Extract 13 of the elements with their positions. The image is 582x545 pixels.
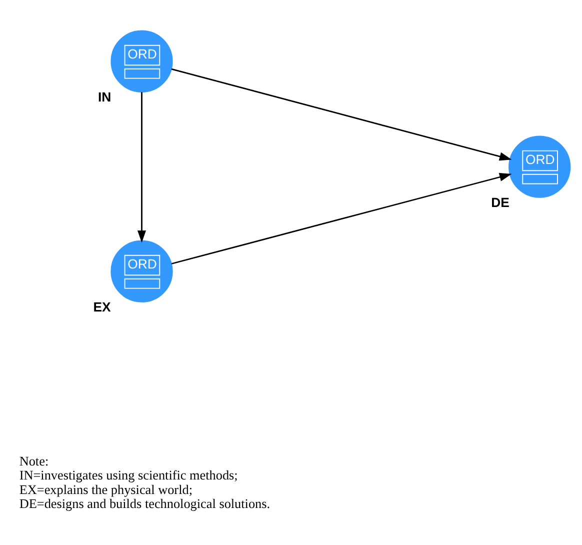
node-circle: ORD [110,240,173,302]
label: IN=investigates using scientific methods; [19,467,238,482]
node-circle: ORD [110,30,173,92]
label: EX=explains the physical world; [19,481,192,496]
node-label: EX [93,299,111,314]
arrow [137,92,146,242]
label: DE=designs and builds technological solutions. [19,495,270,510]
label: Note: [19,453,49,468]
arrow [171,68,512,160]
node-label: IN [98,89,112,104]
node-label: DE [491,194,510,210]
arrow [171,172,512,264]
node-circle: ORD [508,135,571,198]
